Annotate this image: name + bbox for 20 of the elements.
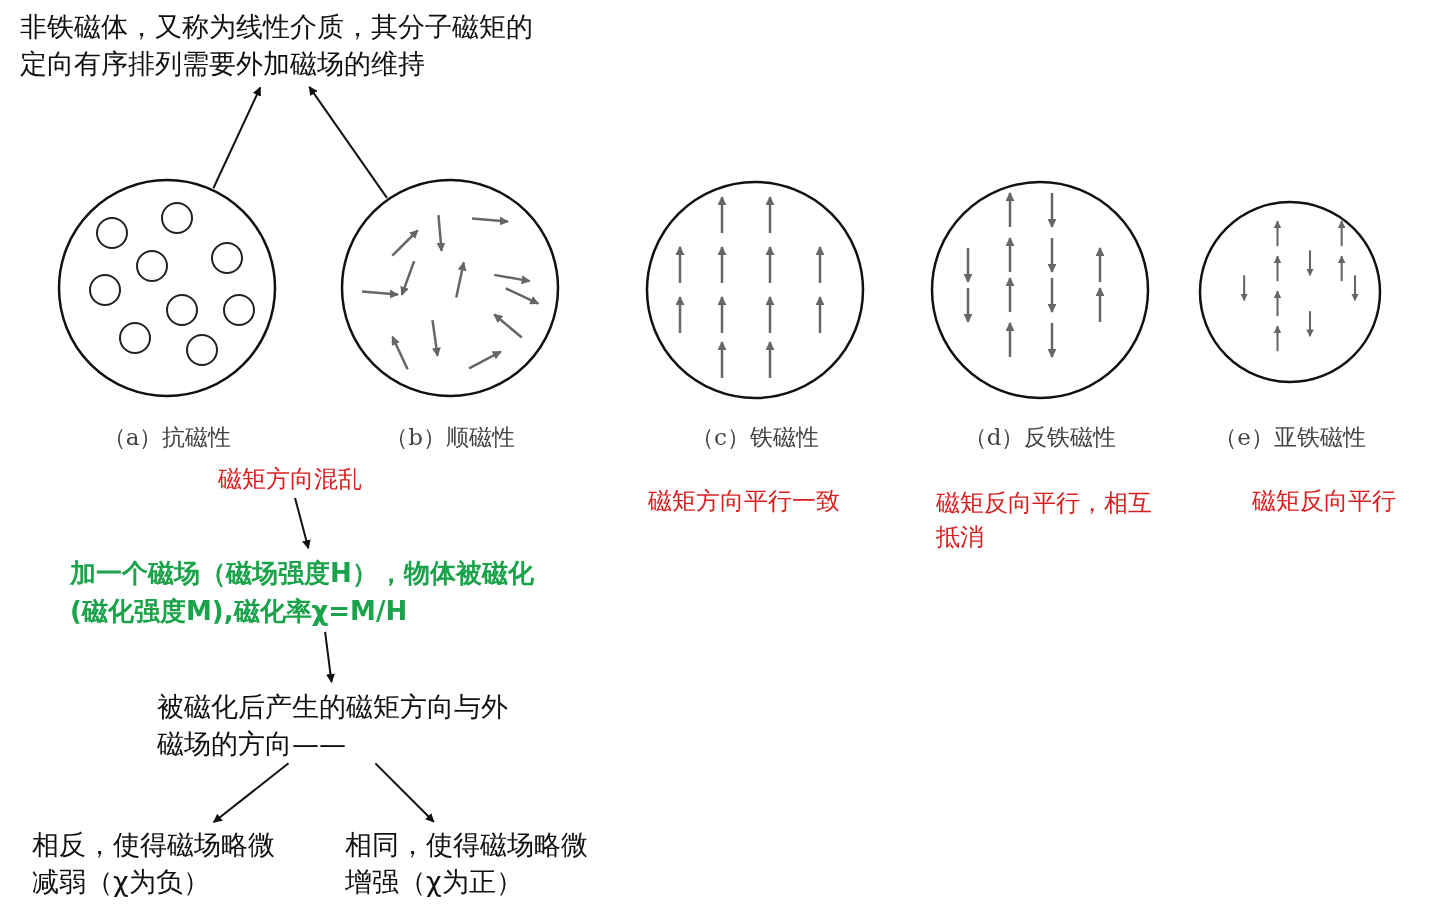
- arrow: [212, 86, 262, 190]
- figure-caption: （a）抗磁性: [101, 423, 233, 452]
- annotation-text: 磁矩反向平行，相互抵消: [936, 488, 1153, 553]
- arrow: [308, 85, 388, 199]
- arrow: [294, 496, 311, 550]
- annotation-text: 加一个磁场（磁场强度H），物体被磁化(磁化强度M),磁化率χ=M/H: [70, 558, 534, 626]
- figure-caption: （b）顺磁性: [384, 423, 516, 452]
- arrow: [374, 762, 435, 823]
- annotation-text: 相反，使得磁场略微减弱（χ为负）: [32, 829, 275, 897]
- figure-caption: （e）亚铁磁性: [1213, 423, 1367, 452]
- annotation-text: 磁矩方向混乱: [218, 465, 362, 493]
- annotation-text: 被磁化后产生的磁矩方向与外磁场的方向——: [157, 691, 508, 759]
- annotation-text: 磁矩反向平行: [1252, 486, 1397, 517]
- annotation-text: 磁矩方向平行一致: [648, 486, 841, 517]
- figure-caption: （d）反铁磁性: [962, 423, 1118, 452]
- annotation-text: 非铁磁体，又称为线性介质，其分子磁矩的定向有序排列需要外加磁场的维持: [20, 11, 533, 79]
- arrow: [324, 631, 335, 684]
- arrow: [212, 762, 290, 824]
- annotation-text: 相同，使得磁场略微增强（χ为正）: [345, 829, 588, 897]
- figure-caption: （c）铁磁性: [690, 423, 820, 452]
